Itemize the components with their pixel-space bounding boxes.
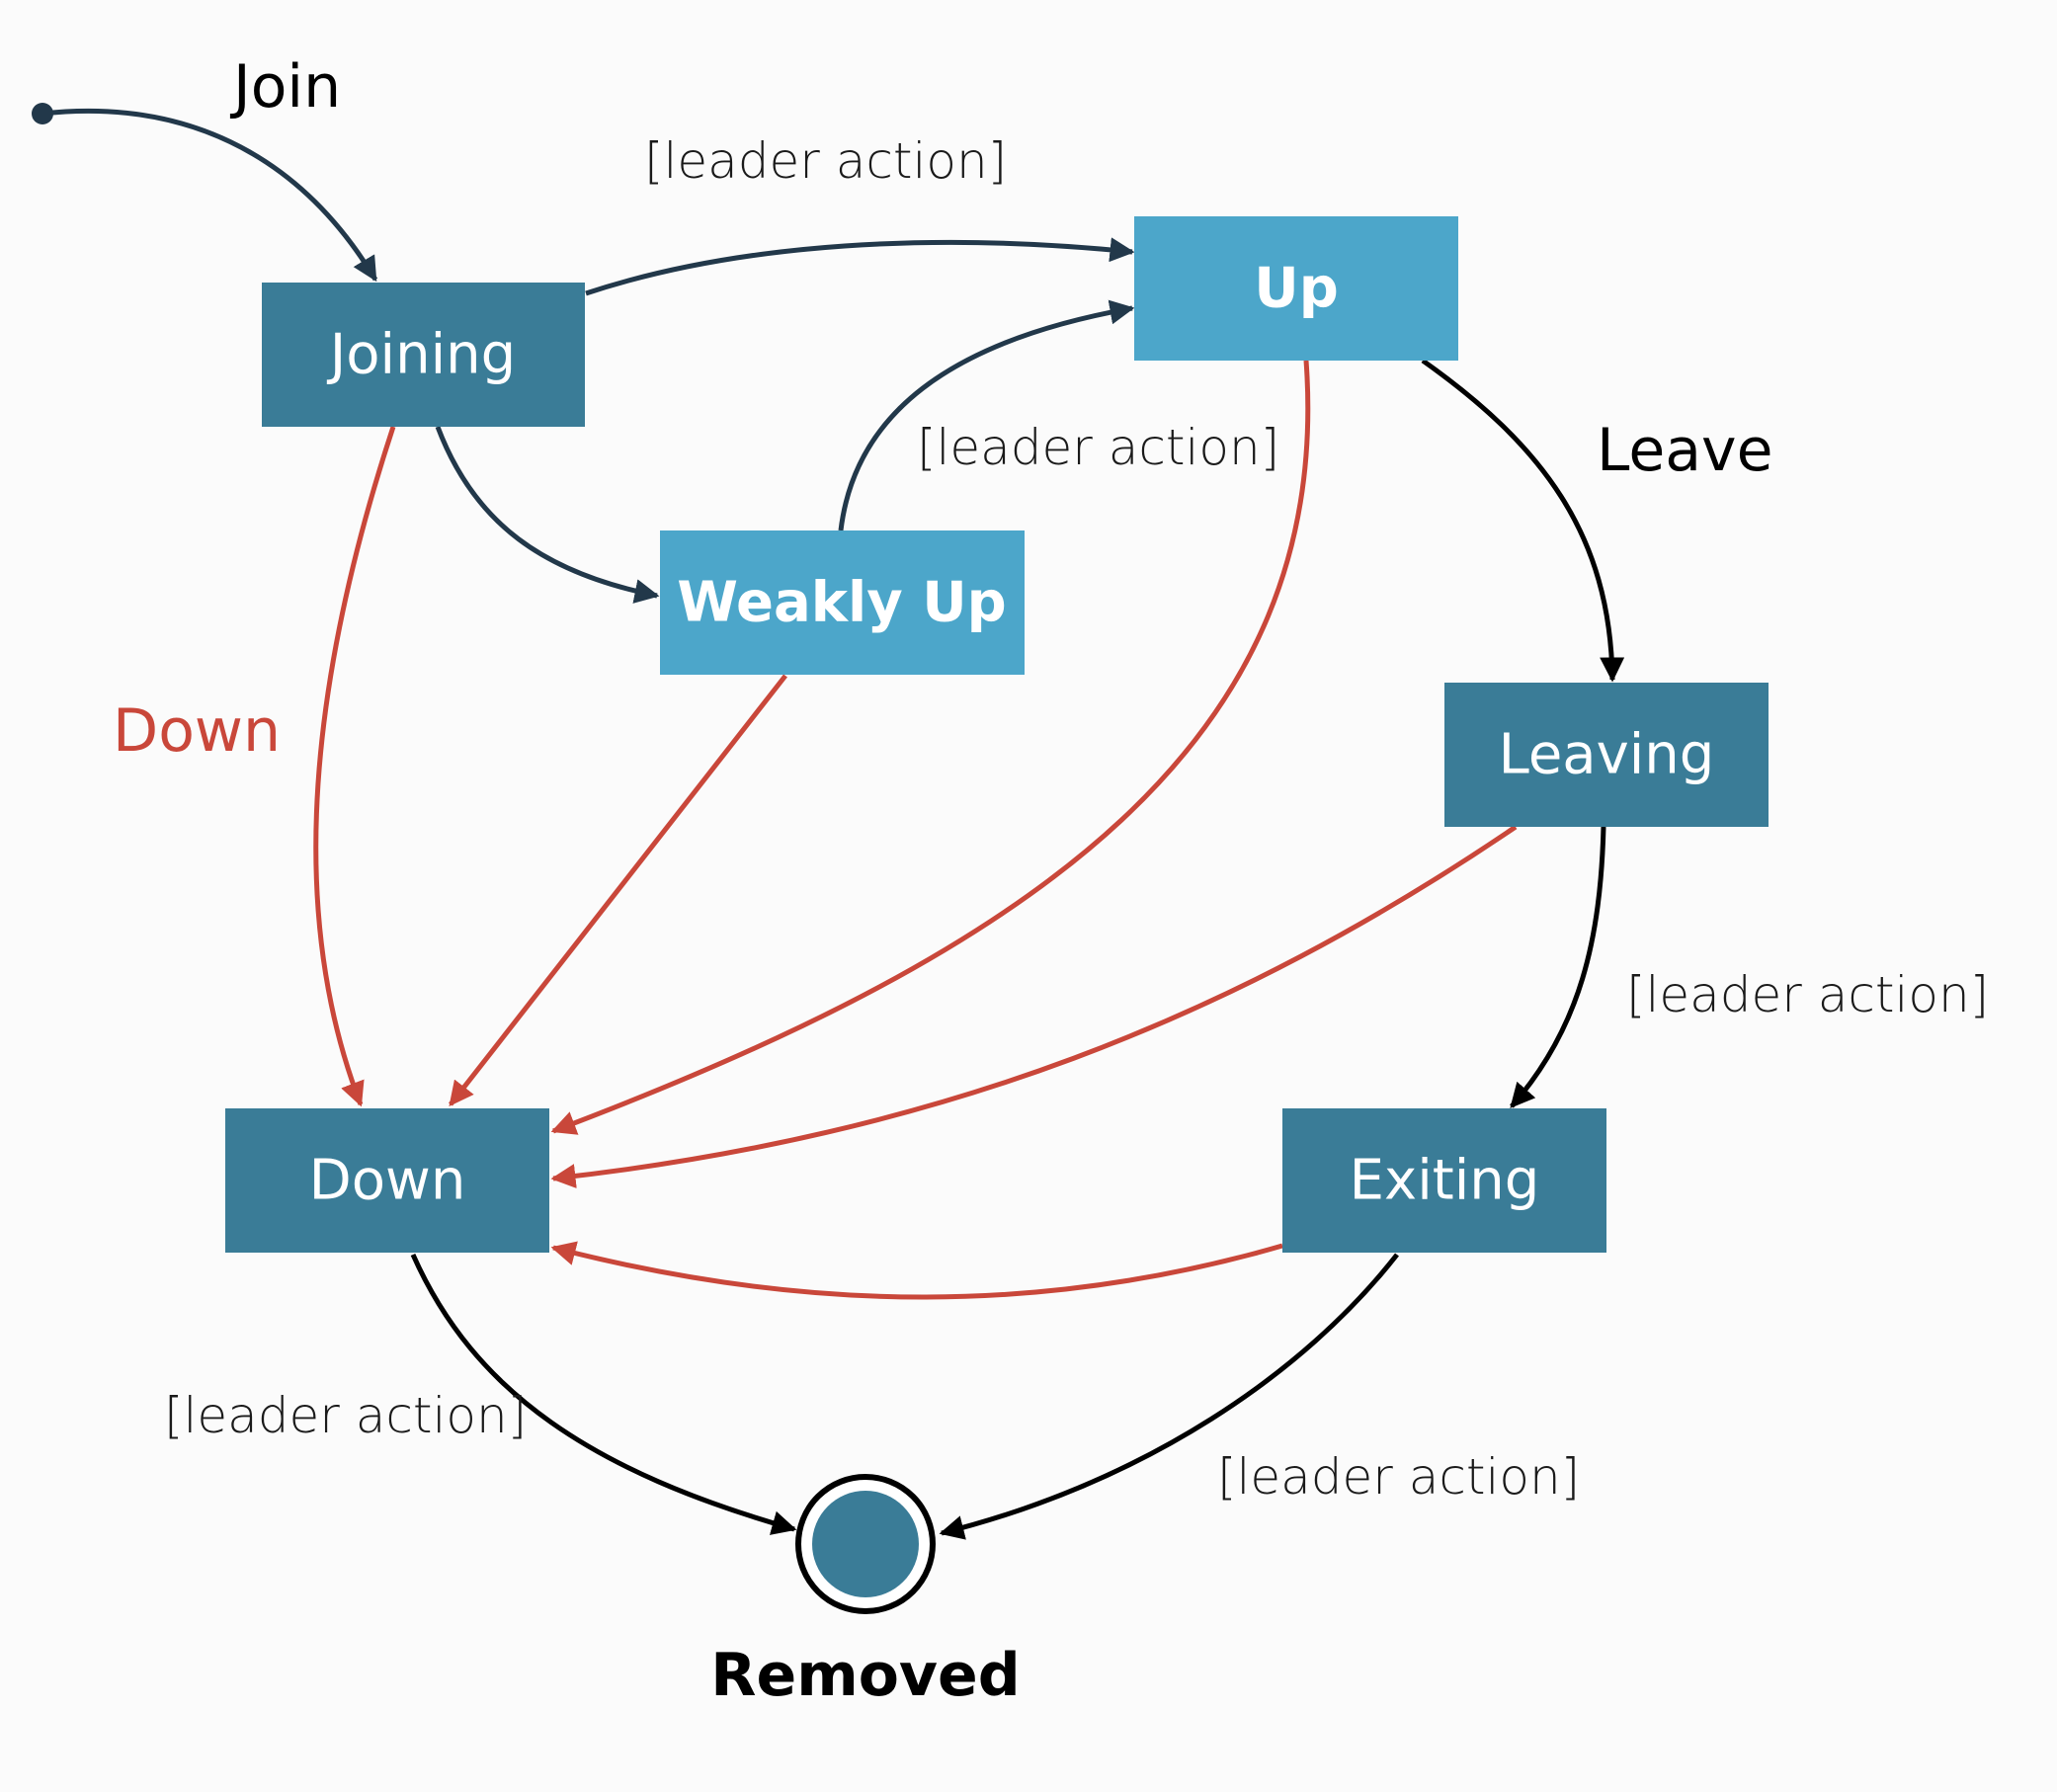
edge-leaving-to-down bbox=[550, 824, 1518, 1188]
event-down-label: Down bbox=[113, 696, 281, 766]
state-weakly-up: Weakly Up bbox=[660, 530, 1025, 675]
edge-joining-to-weakly-up bbox=[435, 426, 660, 604]
state-removed: Removed bbox=[710, 1474, 1021, 1710]
edge-exiting-to-removed bbox=[939, 1253, 1399, 1540]
guard-joining-to-up: [leader action] bbox=[644, 132, 1007, 190]
guard-exiting-to-removed: [leader action] bbox=[1217, 1448, 1580, 1506]
edge-up-to-leaving bbox=[1421, 358, 1625, 683]
edge-weakly-up-to-up bbox=[838, 299, 1135, 531]
edge-joining-to-up bbox=[585, 237, 1135, 296]
state-weakly-up-label: Weakly Up bbox=[677, 571, 1007, 635]
edge-weakly-up-to-down bbox=[449, 674, 787, 1106]
state-down: Down bbox=[225, 1108, 549, 1253]
state-leaving: Leaving bbox=[1444, 683, 1769, 827]
state-up-label: Up bbox=[1254, 257, 1339, 321]
state-exiting-label: Exiting bbox=[1350, 1149, 1540, 1213]
edge-initial-to-joining bbox=[41, 108, 378, 283]
edge-joining-to-down bbox=[313, 426, 396, 1107]
state-leaving-label: Leaving bbox=[1499, 723, 1715, 787]
event-leave-label: Leave bbox=[1597, 416, 1772, 485]
state-down-label: Down bbox=[309, 1149, 466, 1213]
state-up: Up bbox=[1134, 216, 1458, 361]
state-joining-label: Joining bbox=[327, 323, 516, 387]
guard-weakly-up-to-up: [leader action] bbox=[917, 419, 1279, 476]
initial-state-dot bbox=[32, 103, 53, 124]
edge-leaving-to-exiting bbox=[1510, 826, 1606, 1108]
edge-up-to-down bbox=[550, 360, 1311, 1135]
state-removed-label: Removed bbox=[710, 1641, 1020, 1710]
final-state-inner-dot bbox=[812, 1491, 919, 1597]
guard-down-to-removed: [leader action] bbox=[164, 1387, 527, 1444]
state-exiting: Exiting bbox=[1282, 1108, 1606, 1253]
event-join-label: Join bbox=[229, 52, 341, 122]
edge-exiting-to-down bbox=[550, 1241, 1283, 1300]
edge-down-to-removed bbox=[410, 1253, 797, 1535]
state-joining: Joining bbox=[262, 283, 585, 427]
guard-leaving-to-exiting: [leader action] bbox=[1626, 966, 1989, 1023]
